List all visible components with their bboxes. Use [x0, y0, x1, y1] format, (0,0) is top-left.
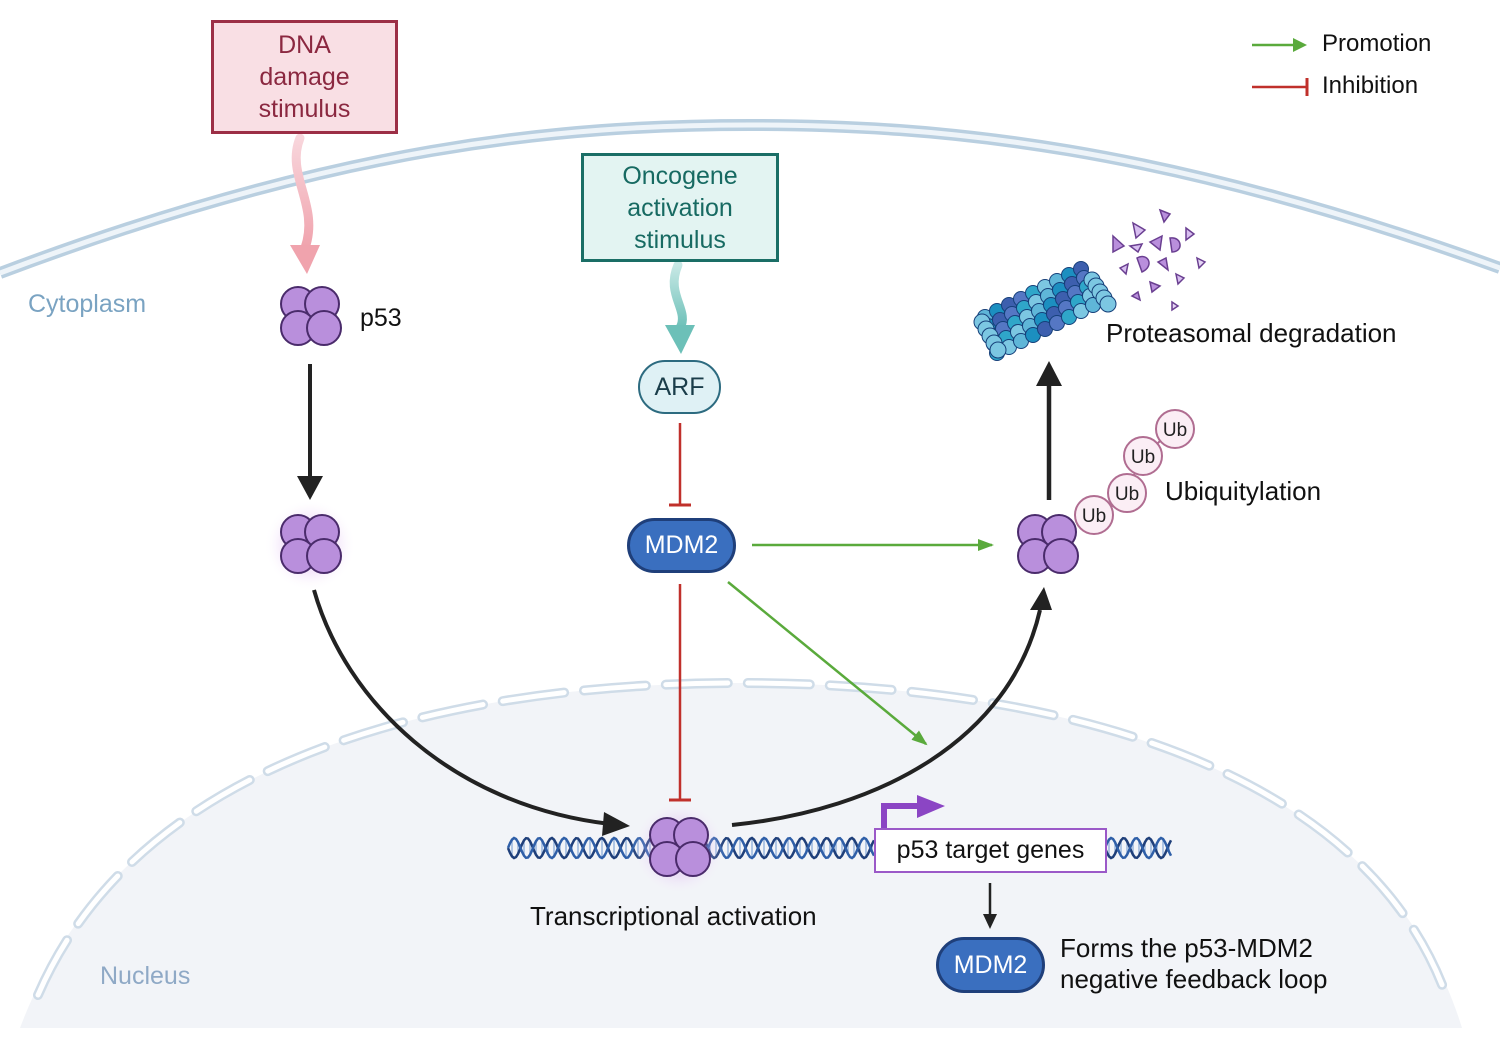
ub-label: Ub: [1082, 506, 1106, 527]
ubiquitin-4: [1155, 409, 1195, 449]
p53-tetramer-icon: [649, 817, 711, 877]
p53-tetramer-icon: [1017, 514, 1079, 574]
ubiquitin-1: [1074, 495, 1114, 535]
p53-to-dna-arrow: [312, 589, 611, 826]
oncogene-activation-stimulus-box: Oncogene activation stimulus: [581, 153, 779, 262]
arf-node: ARF: [638, 360, 721, 414]
p53-target-genes-box: p53 target genes: [874, 828, 1107, 873]
ub-label: Ub: [1115, 484, 1139, 505]
feedback-line-2: negative feedback loop: [1060, 964, 1328, 994]
proteasome-icon: [973, 261, 1117, 361]
legend: Promotion Inhibition: [1250, 30, 1470, 110]
p53-tetramer-icon: [280, 514, 342, 574]
activation-to-ubiquitylation-arrow: [731, 609, 1042, 827]
ubiquitin-3: [1123, 436, 1163, 476]
mdm2-node: MDM2: [627, 518, 736, 573]
ubiquitin-chain: Ub Ub Ub Ub: [1074, 409, 1195, 535]
p53-tetramer-icon: [280, 286, 342, 346]
proteasomal-degradation-label: Proteasomal degradation: [1106, 318, 1397, 348]
legend-promotion: Promotion: [1322, 30, 1432, 57]
mdm2-product-node: MDM2: [936, 937, 1045, 993]
peptide-fragments-icon: [1112, 208, 1207, 312]
dna-damage-arrow: [291, 133, 314, 253]
promoter-arrow: [881, 803, 918, 830]
oncogene-arrow: [669, 260, 687, 333]
dna-damage-stimulus-box: DNA damage stimulus: [211, 20, 398, 134]
legend-inhibition: Inhibition: [1322, 72, 1419, 99]
ub-label: Ub: [1163, 420, 1187, 441]
mdm2-promotes-target-genes: [727, 581, 928, 746]
nucleus-label: Nucleus: [100, 962, 191, 990]
ubiquitin-2: [1107, 473, 1147, 513]
feedback-loop-label: Forms the p53-MDM2 negative feedback loo…: [1060, 933, 1327, 995]
feedback-line-1: Forms the p53-MDM2: [1060, 933, 1313, 963]
cytoplasm-label: Cytoplasm: [28, 290, 147, 318]
transcriptional-activation-label: Transcriptional activation: [530, 901, 817, 931]
ubiquitylation-label: Ubiquitylation: [1165, 476, 1322, 506]
p53-label: p53: [360, 304, 402, 332]
ub-label: Ub: [1131, 447, 1155, 468]
